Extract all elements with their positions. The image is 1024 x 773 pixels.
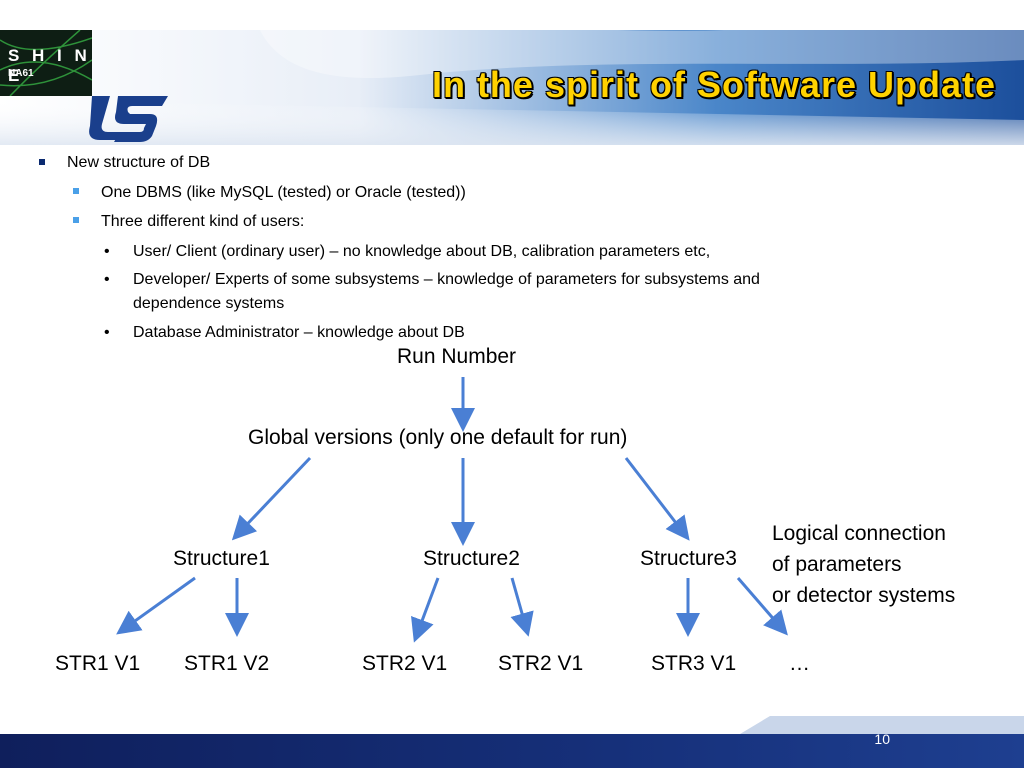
note-logical-connection-line2: of parameters xyxy=(772,553,902,576)
arrow-structure3-to-more xyxy=(736,577,788,636)
shine-logo: S H I N E NA61 xyxy=(0,30,92,96)
bullet-level3-client: User/ Client (ordinary user) – no knowle… xyxy=(133,243,711,260)
bullet-level2-users: Three different kind of users: xyxy=(101,213,305,230)
leaf-str1-v1: STR1 V1 xyxy=(55,652,141,675)
note-logical-connection-line1: Logical connection xyxy=(772,522,946,545)
page-number: 10 xyxy=(874,731,890,747)
node-run-number: Run Number xyxy=(397,345,517,368)
node-structure1: Structure1 xyxy=(173,547,270,570)
arrow-global-to-structure3 xyxy=(624,457,690,541)
note-logical-connection-line3: or detector systems xyxy=(772,584,956,607)
bullet-level1: New structure of DB xyxy=(67,154,211,171)
shine-logo-subtext: NA61 xyxy=(8,68,34,79)
level1-bullet-square xyxy=(39,159,45,165)
arrow-global-to-structure1 xyxy=(231,456,312,541)
leaf-str2-v1-b: STR2 V1 xyxy=(498,652,584,675)
leaf-str2-v1-a: STR2 V1 xyxy=(362,652,448,675)
slide-title: In the spirit of Software Update xyxy=(431,64,996,105)
node-structure3: Structure3 xyxy=(640,547,737,570)
bullet-level3-developer-cont: dependence systems xyxy=(133,295,285,312)
bullet-level3-admin: Database Administrator – knowledge about… xyxy=(133,324,465,341)
leaf-ellipsis: … xyxy=(789,652,810,675)
leaf-str1-v2: STR1 V2 xyxy=(184,652,270,675)
bullet-level2-dbms: One DBMS (like MySQL (tested) or Oracle … xyxy=(101,184,466,201)
banner-background xyxy=(0,0,1024,145)
node-structure2: Structure2 xyxy=(423,547,520,570)
arrow-structure2-to-v1b xyxy=(510,577,534,637)
shine-logo-texture xyxy=(0,30,92,96)
us-logo xyxy=(89,96,168,142)
level2-bullet-square xyxy=(73,217,79,223)
level3-bullet-dot: • xyxy=(104,324,110,341)
level3-bullet-dot: • xyxy=(104,243,110,260)
bullet-level3-developer: Developer/ Experts of some subsystems – … xyxy=(133,271,760,288)
arrow-structure2-to-v1a xyxy=(411,577,440,643)
footer-background xyxy=(0,716,1024,768)
node-global-versions: Global versions (only one default for ru… xyxy=(248,426,628,449)
shine-logo-text: S H I N E xyxy=(8,46,91,85)
arrow-structure1-to-v1 xyxy=(116,576,196,635)
header-banner: S H I N E NA61 In the spirit of Software… xyxy=(0,0,1024,145)
level3-bullet-dot: • xyxy=(104,271,110,288)
leaf-str3-v1: STR3 V1 xyxy=(651,652,737,675)
footer-band xyxy=(0,716,1024,768)
level2-bullet-square xyxy=(73,188,79,194)
